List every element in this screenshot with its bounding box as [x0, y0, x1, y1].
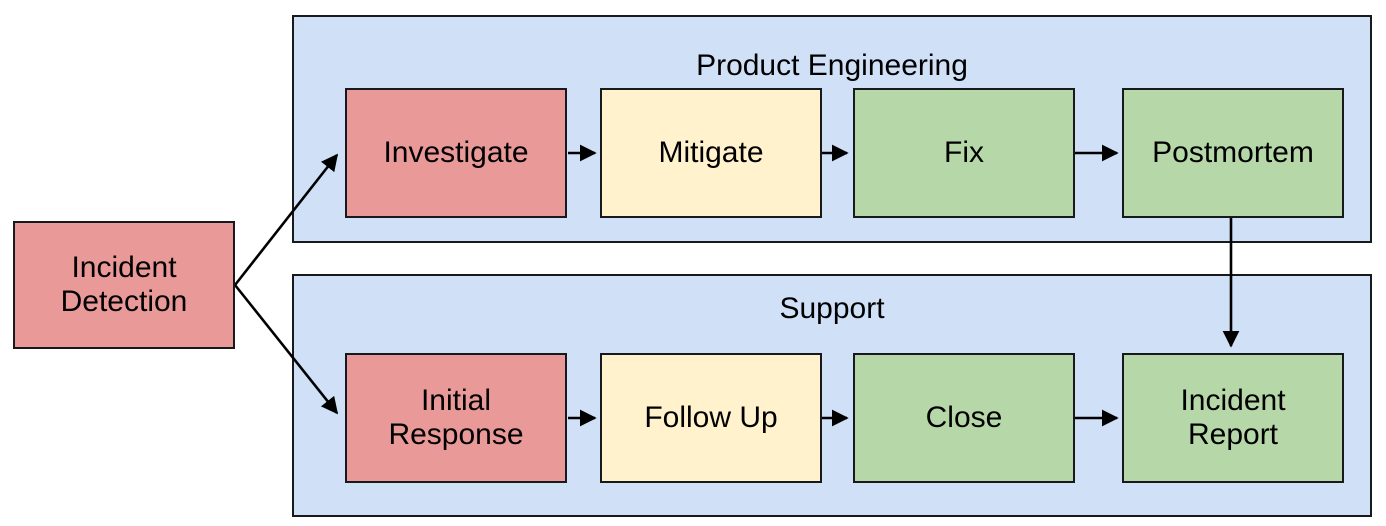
node-label-postmortem: Postmortem [1152, 136, 1314, 170]
node-label-fix: Fix [944, 136, 984, 170]
node-incident-report[interactable]: Incident Report [1122, 353, 1344, 483]
node-close[interactable]: Close [853, 353, 1075, 483]
node-label-mitigate: Mitigate [658, 136, 764, 170]
swimlane-title-product-engineering: Product Engineering [696, 49, 968, 82]
node-label-incident-report: Incident Report [1180, 384, 1286, 451]
node-label-close: Close [925, 401, 1003, 435]
node-mitigate[interactable]: Mitigate [600, 88, 822, 218]
node-investigate[interactable]: Investigate [345, 88, 567, 218]
node-fix[interactable]: Fix [853, 88, 1075, 218]
node-label-investigate: Investigate [383, 136, 529, 170]
node-postmortem[interactable]: Postmortem [1122, 88, 1344, 218]
node-initial-response[interactable]: Initial Response [345, 353, 567, 483]
node-label-follow-up: Follow Up [644, 401, 778, 435]
node-follow-up[interactable]: Follow Up [600, 353, 822, 483]
swimlane-title-support: Support [779, 292, 885, 325]
node-incident-detection[interactable]: Incident Detection [13, 221, 235, 349]
node-label-incident-detection: Incident Detection [60, 251, 188, 318]
node-label-initial-response: Initial Response [388, 384, 524, 451]
